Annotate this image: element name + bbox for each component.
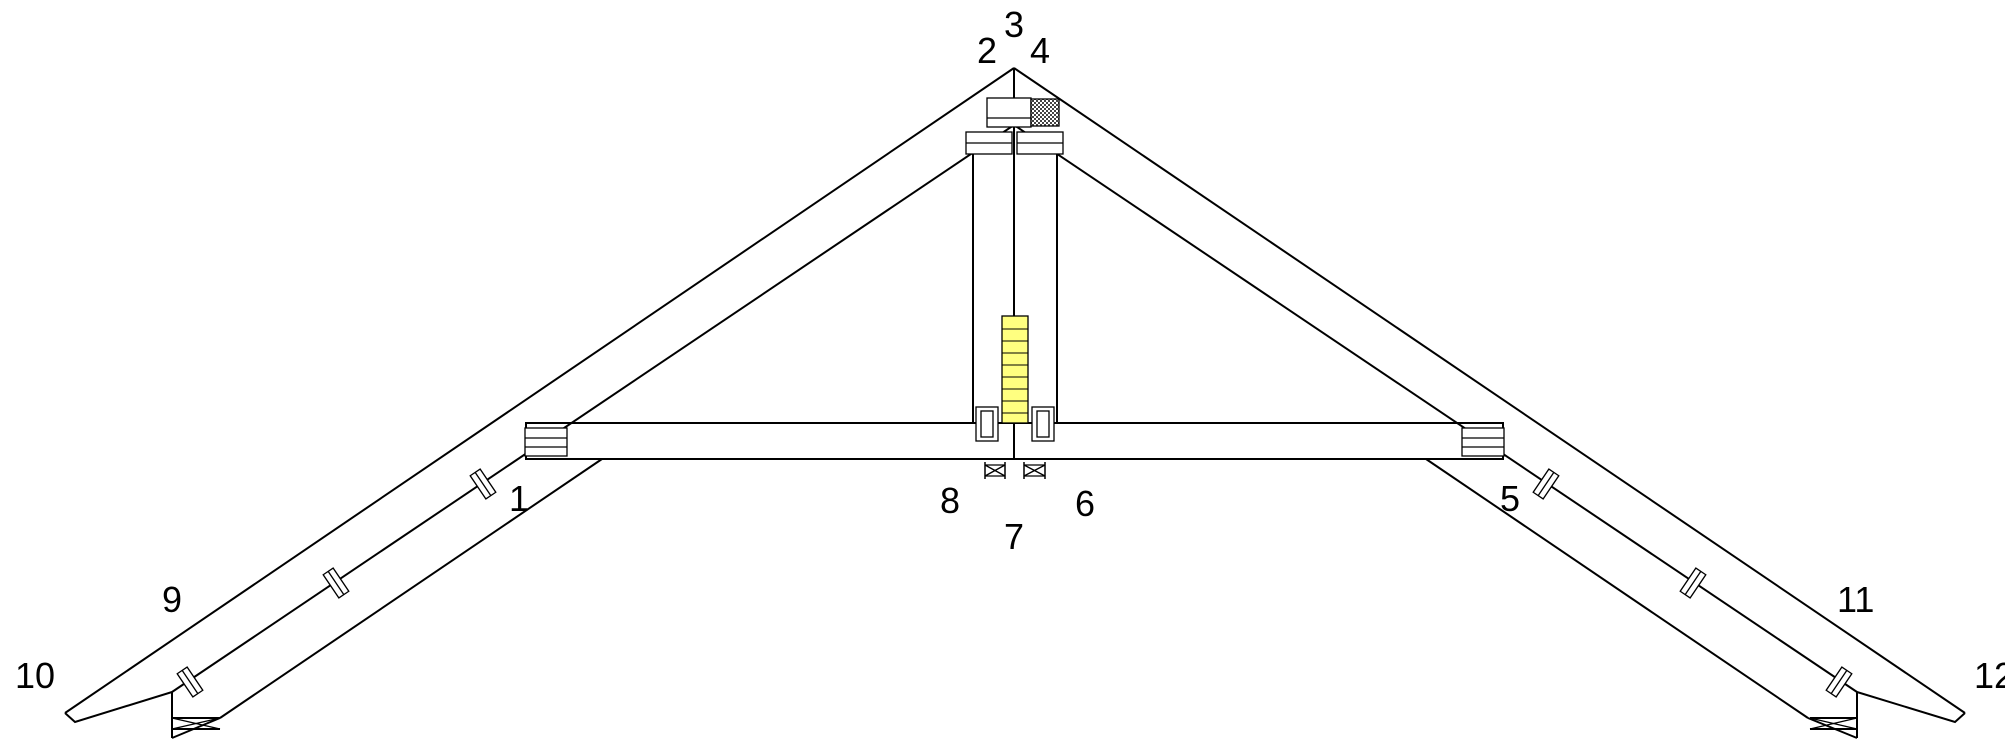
node-label-2: 2: [977, 30, 997, 71]
ridge-plate-hatched: [1030, 98, 1060, 127]
node-label-3: 3: [1004, 4, 1024, 45]
right-rafter-top-edge: [1013, 67, 1966, 714]
node-label-12: 12: [1974, 655, 2005, 696]
node-label-4: 4: [1030, 30, 1050, 71]
left-brace-bottom-edge: [219, 458, 603, 719]
left-rafter-top-edge: [64, 67, 1015, 714]
right-rafter-bottom-edge: [1013, 124, 1858, 693]
king-post-bolt-group: [1001, 315, 1029, 424]
node-label-7: 7: [1004, 516, 1024, 557]
support-left-bearing: [171, 717, 221, 730]
right-brace-bottom-edge: [1425, 458, 1809, 719]
node-label-11: 11: [1837, 579, 1874, 620]
node-label-1: 1: [509, 478, 529, 519]
left-brace-plate-1: [469, 468, 497, 500]
collar-plate-left: [975, 406, 999, 442]
node-label-6: 6: [1075, 483, 1095, 524]
left-rafter-bottom-edge: [171, 124, 1015, 693]
support-left-collar: [984, 462, 1006, 479]
right-rafter-tail: [1856, 690, 1966, 738]
ridge-block: [986, 97, 1032, 128]
node-label-5: 5: [1500, 478, 1520, 519]
right-brace-plate-3: [1825, 666, 1853, 698]
left-rafter-tail: [64, 690, 173, 738]
collar-plate-right: [1031, 406, 1055, 442]
support-right-collar: [1023, 462, 1046, 479]
right-brace-plate-1: [1532, 468, 1560, 500]
node-label-9: 9: [162, 579, 182, 620]
collar-end-block-left: [524, 427, 568, 457]
node-label-8: 8: [940, 480, 960, 521]
support-right-bearing: [1809, 717, 1858, 730]
node-label-10: 10: [15, 655, 55, 696]
collar-end-block-right: [1461, 427, 1505, 457]
right-brace-plate-2: [1679, 567, 1707, 599]
left-brace-plate-2: [322, 567, 350, 599]
left-brace-plate-3: [176, 666, 204, 698]
